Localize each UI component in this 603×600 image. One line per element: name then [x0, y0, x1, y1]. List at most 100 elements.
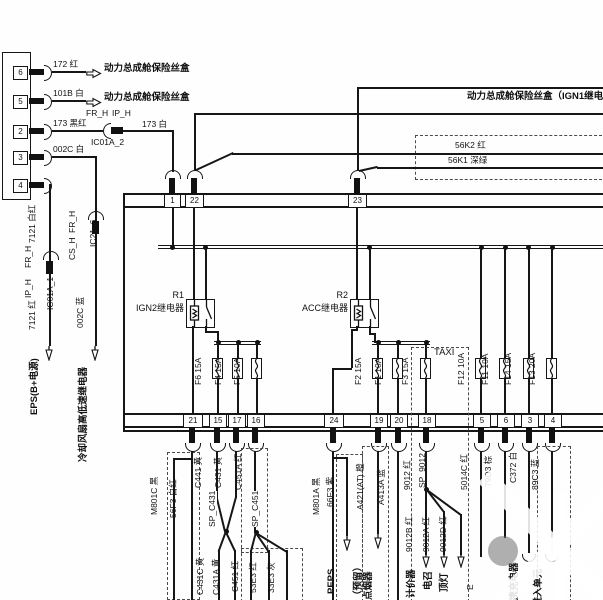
wire-r2-coil-to-pin24: [332, 368, 334, 414]
connector-arc-icon: [44, 150, 52, 166]
wire-r2-coil-out: [351, 329, 353, 368]
harness-fr-h-label: FR_H: [23, 245, 33, 268]
wire-c431: [235, 451, 237, 498]
dest-taximeter-label: 计价器: [406, 569, 417, 598]
wire-c451-label: C451 红: [230, 560, 240, 592]
pin-22: 22: [185, 194, 204, 208]
wire-173b-label: 173 白: [142, 119, 168, 129]
wire: [528, 378, 530, 414]
junction-dot: [375, 340, 381, 345]
fuse-f1-label: F1 10A: [373, 357, 383, 385]
dest-cooling-fan-relay-label: 冷却风扇高低速继电器: [78, 366, 89, 462]
wire: [504, 378, 506, 414]
pin-23: 23: [348, 194, 367, 208]
wire: [397, 378, 399, 414]
wire-c431a: [234, 550, 236, 600]
wire-172-label: 172 红: [53, 59, 79, 69]
junction-dot: [395, 340, 401, 345]
connector-arc-icon: [326, 443, 342, 452]
junction-dot: [423, 340, 429, 345]
harness-fr-h-label: FR_H: [86, 108, 109, 118]
wire-002c: [52, 156, 96, 158]
pin-5: 5: [13, 95, 28, 109]
splice-sp-c431-label: SP_C431: [207, 490, 217, 527]
down-arrow-icon: [90, 346, 100, 366]
wire: [225, 497, 237, 532]
wire-56k1-label: 56K1 深绿: [448, 155, 488, 165]
left-connector-box: [2, 52, 31, 200]
pin-15: 15: [209, 414, 227, 428]
wire-c372-label: C372 白: [508, 451, 518, 483]
splice-sp-c451-label: SP_C451: [250, 490, 260, 527]
wire-m801c: [173, 458, 175, 600]
junction-dot: [549, 244, 555, 250]
fuse-f3-label: F3 15A: [400, 357, 410, 385]
connector-arc-icon: [44, 124, 52, 140]
wire: [191, 451, 193, 459]
junction-dot: [366, 244, 372, 250]
pin-3b: 3: [521, 414, 539, 428]
inline-connector-pin: [111, 127, 123, 134]
wire-a421-label: A421(AT) 橙: [355, 463, 365, 510]
wire: [551, 248, 553, 358]
pin-6: 6: [13, 66, 28, 80]
wire-002c-vert: [95, 156, 97, 346]
splice-sp-9012-label: SP_9012: [417, 453, 427, 488]
fuse-f13-label: F13 20A: [527, 352, 537, 385]
wire: [377, 378, 379, 414]
main-bus: [158, 245, 603, 249]
relay-r2-name: ACC继电器: [301, 303, 348, 313]
fuse-f6-label: F6 15A: [193, 357, 203, 385]
down-arrow-icon: [373, 534, 383, 554]
pin-stub: [423, 427, 429, 443]
junction-dot: [169, 244, 175, 250]
fusebox-bottom-strip-line: [123, 413, 603, 415]
fusebox-bottom-edge: [123, 430, 603, 432]
pin-stub: [29, 98, 44, 104]
pin-20: 20: [390, 414, 408, 428]
wire-002c-blue-label: 002C 蓝: [75, 296, 85, 328]
wire-r2-coil-out: [356, 326, 358, 331]
pin-21: 21: [183, 414, 203, 428]
wire-33e3-label: 33E3 灰: [266, 562, 276, 593]
connector-arc-icon: [165, 170, 181, 179]
harness-ip-h-label: IP_H: [23, 279, 33, 298]
pin-16: 16: [247, 414, 265, 428]
wire-r1-switch-out: [205, 326, 207, 332]
wire-m801a-label: M801A 黑: [311, 477, 321, 515]
r2-fuse-rail: [372, 341, 430, 345]
wire-r1-switch-out: [205, 331, 218, 333]
right-arrow-icon: [86, 95, 102, 113]
wire-c441-label: C441 黄: [193, 456, 203, 488]
relay-icon: [189, 300, 213, 327]
wire-r2-coil-out: [351, 329, 358, 331]
junction-dot: [478, 244, 484, 250]
watermark-circle: [488, 536, 518, 566]
connector-arc-icon: [498, 443, 514, 452]
taxi-option-dashed-box: [411, 347, 469, 600]
down-arrow-icon: [421, 553, 431, 573]
wire-c431a-label: C431A 黄: [211, 558, 221, 595]
wire-9012b: [425, 489, 427, 555]
pin-stub: [169, 178, 175, 194]
wire: [237, 378, 239, 414]
harness-cs-h-label: CS_H: [67, 237, 77, 260]
wire-r2-switch-out: [369, 326, 371, 334]
wire-r2-switch-out: [374, 333, 376, 343]
wire-89c3: [551, 451, 553, 553]
down-arrow-icon: [439, 553, 449, 573]
dest-peps-label: PEPS: [326, 568, 337, 594]
pin-stub: [252, 427, 258, 443]
pin-2: 2: [13, 125, 28, 139]
wire-m801a: [332, 451, 334, 600]
wire-c441: [216, 451, 218, 498]
harness-ip-h-label: IP_H: [112, 108, 131, 118]
connector-ic01a1-label: IC01A_1: [45, 276, 55, 310]
pin-stub: [502, 427, 508, 443]
wire-9012d-label: 9012D 红: [438, 516, 448, 552]
connector-arc-icon: [44, 178, 52, 194]
fuse-f11-label: F11 10A: [480, 353, 490, 385]
wire-to-ign1: [194, 113, 603, 115]
pin-17: 17: [228, 414, 246, 428]
wire: [397, 344, 399, 358]
